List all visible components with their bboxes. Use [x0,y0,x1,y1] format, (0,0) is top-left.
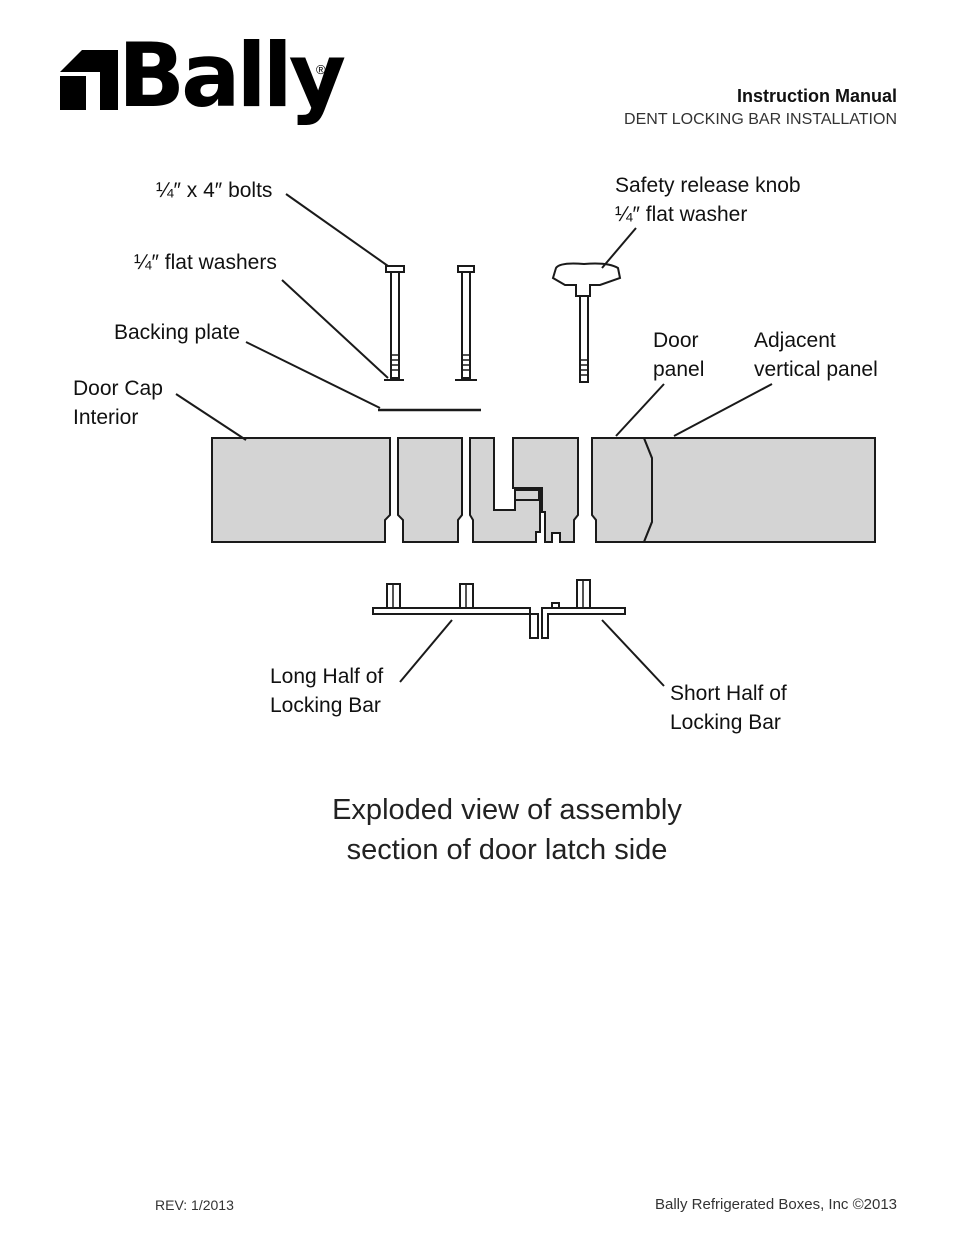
revision-label: REV: 1/2013 [155,1197,234,1213]
diagram-caption: Exploded view of assembly section of doo… [332,794,682,866]
safety-knob [551,262,622,297]
registered-mark: ® [316,62,326,77]
bally-logo: Bally ® [60,32,346,134]
long-half-locking-bar [372,607,539,639]
label-backing-plate: Backing plate [114,321,241,344]
document-title: Instruction Manual [736,86,897,106]
label-bolts: ¼″ x 4″ bolts [156,179,273,202]
label-door-panel: Door panel [653,329,705,381]
label-flat-washers: ¼″ flat washers [134,251,277,274]
label-short-half: Short Half of Locking Bar [670,682,787,734]
door-cap-panel [211,437,391,543]
bally-logo-mark-icon [60,50,118,110]
bolt-2-shaft [461,271,471,379]
logo-wordmark: Bally [118,24,346,127]
copyright-notice: Bally Refrigerated Boxes, Inc ©2013 [654,1196,897,1213]
document-subtitle: DENT LOCKING BAR INSTALLATION [624,111,897,128]
latch-block [469,437,541,543]
knob-shaft [579,295,589,383]
label-safety-release-knob: Safety release knob ¼″ flat washer [615,174,801,226]
adjacent-vertical-panel [642,437,876,543]
label-door-cap-interior: Door Cap Interior [73,377,163,429]
label-adjacent-vertical-panel: Adjacent vertical panel [754,329,878,381]
label-long-half: Long Half of Locking Bar [270,665,384,717]
right-latch-block [512,437,579,543]
bolt-1-shaft [390,271,400,379]
door-panel [591,437,653,543]
short-half-locking-bar [541,607,626,639]
middle-panel-block [397,437,463,543]
